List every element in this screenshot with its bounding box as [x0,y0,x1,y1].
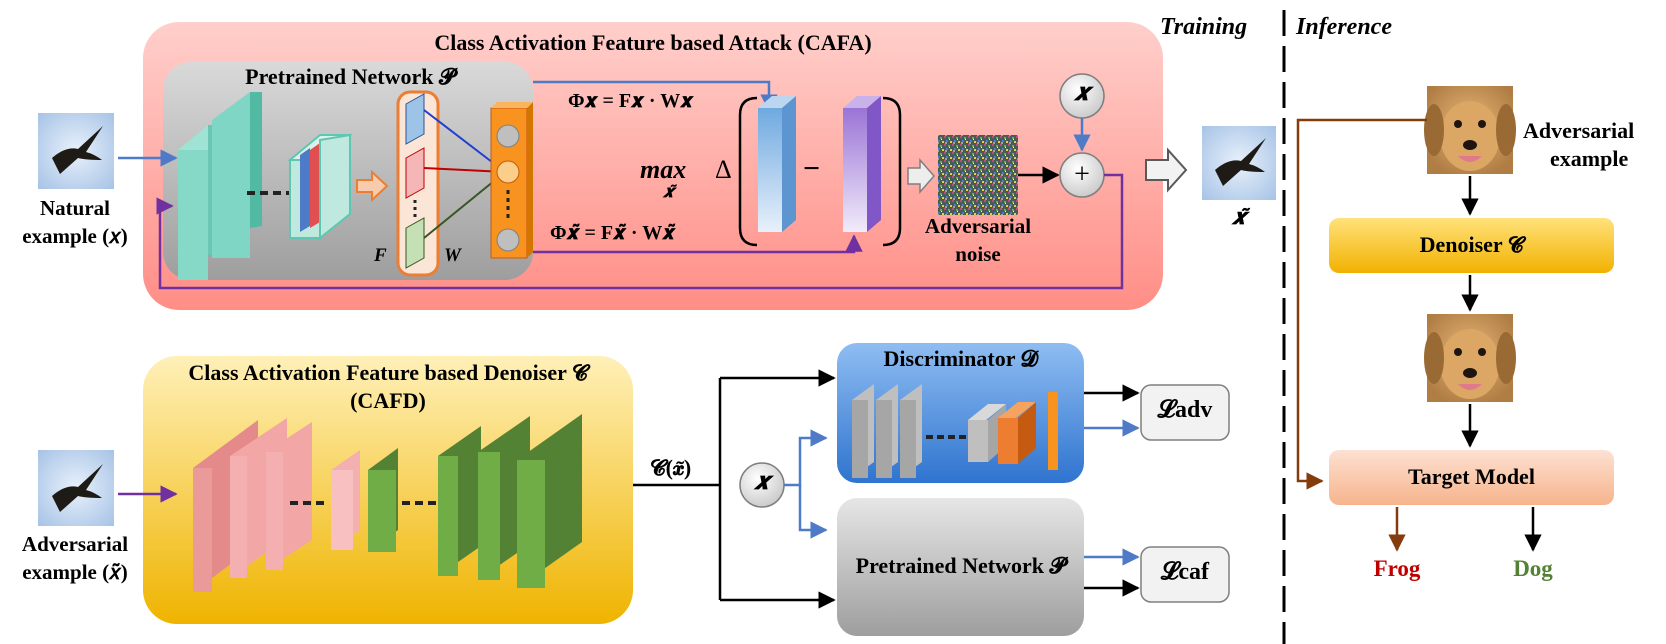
decoder-blocks [438,414,582,588]
loss-caf-box [1140,546,1230,603]
minus-symbol: − [803,152,821,185]
natural-label-1: Natural [40,196,110,220]
output-label: 𝒙̃ [1231,204,1247,229]
target-model-box [1329,450,1614,505]
frog-label: Frog [1373,556,1421,581]
adv-label-1: Adversarial [21,532,129,556]
pretrained-network-2-box [837,498,1084,636]
discriminator-title: Discriminator 𝓓 [883,346,1038,371]
noise-label-1: Adversarial [924,214,1032,238]
dog-image-adversarial [1424,86,1516,174]
orange-arrow [356,169,389,203]
dog-label: Dog [1513,556,1553,581]
phi-xt-formula: Φ𝒙̃ = F𝒙̃ · W𝒙̃ [550,222,676,244]
loss-adv-box [1140,384,1230,441]
noise-label-2: noise [955,242,1001,266]
delta-symbol: Δ [715,155,732,184]
adversarial-bird-image [38,450,114,526]
output-bird-image [1202,126,1276,200]
c-output-label: 𝓒(𝒙̃) [650,455,692,480]
cafa-title: Class Activation Feature based Attack (C… [434,30,872,55]
encoder-blocks [193,418,312,592]
cafd-title-2: (CAFD) [350,388,426,413]
dog-image-clean [1424,314,1516,402]
natural-bird-image [38,113,114,189]
cafd-title-1: Class Activation Feature based Denoiser … [188,360,588,385]
training-header: Training [1160,14,1248,40]
adv-label-2: example (𝑥̃) [22,560,128,584]
conv-block-1 [178,125,215,280]
max-label: max [640,155,687,184]
inference-adv-label-2: example [1550,146,1629,171]
label-w: W [444,245,461,266]
feature-maps [287,133,353,241]
inference-header: Inference [1296,14,1392,40]
inference-adv-label-1: Adversarial [1523,118,1635,143]
denoiser-label: Denoiser 𝓒 [1419,232,1524,257]
phi-xt-bar [843,108,867,232]
max-subscript: 𝒙̃ [663,182,674,201]
label-f: F [374,245,387,266]
natural-label-2: example (𝑥) [22,224,128,248]
discriminator-layers [852,384,922,478]
pretrained-network-2-title: Pretrained Network 𝓟 [855,553,1066,578]
phi-x-bar [758,108,782,232]
x-node-2-label: 𝒙 [754,469,770,495]
x-node-label: 𝒙 [1074,80,1090,106]
denoiser-box [1329,218,1614,273]
pretrained-network-title: Pretrained Network 𝓟 [245,64,455,89]
adversarial-noise-image [938,135,1018,215]
output-arrow [1145,147,1188,193]
loss-adv-label: 𝓛adv [1157,397,1213,423]
loss-caf-label: 𝓛caf [1160,559,1210,585]
phi-x-formula: Φ𝒙 = F𝒙 · W𝒙 [568,90,694,112]
plus-label: + [1074,159,1090,190]
target-model-label: Target Model [1408,464,1535,489]
